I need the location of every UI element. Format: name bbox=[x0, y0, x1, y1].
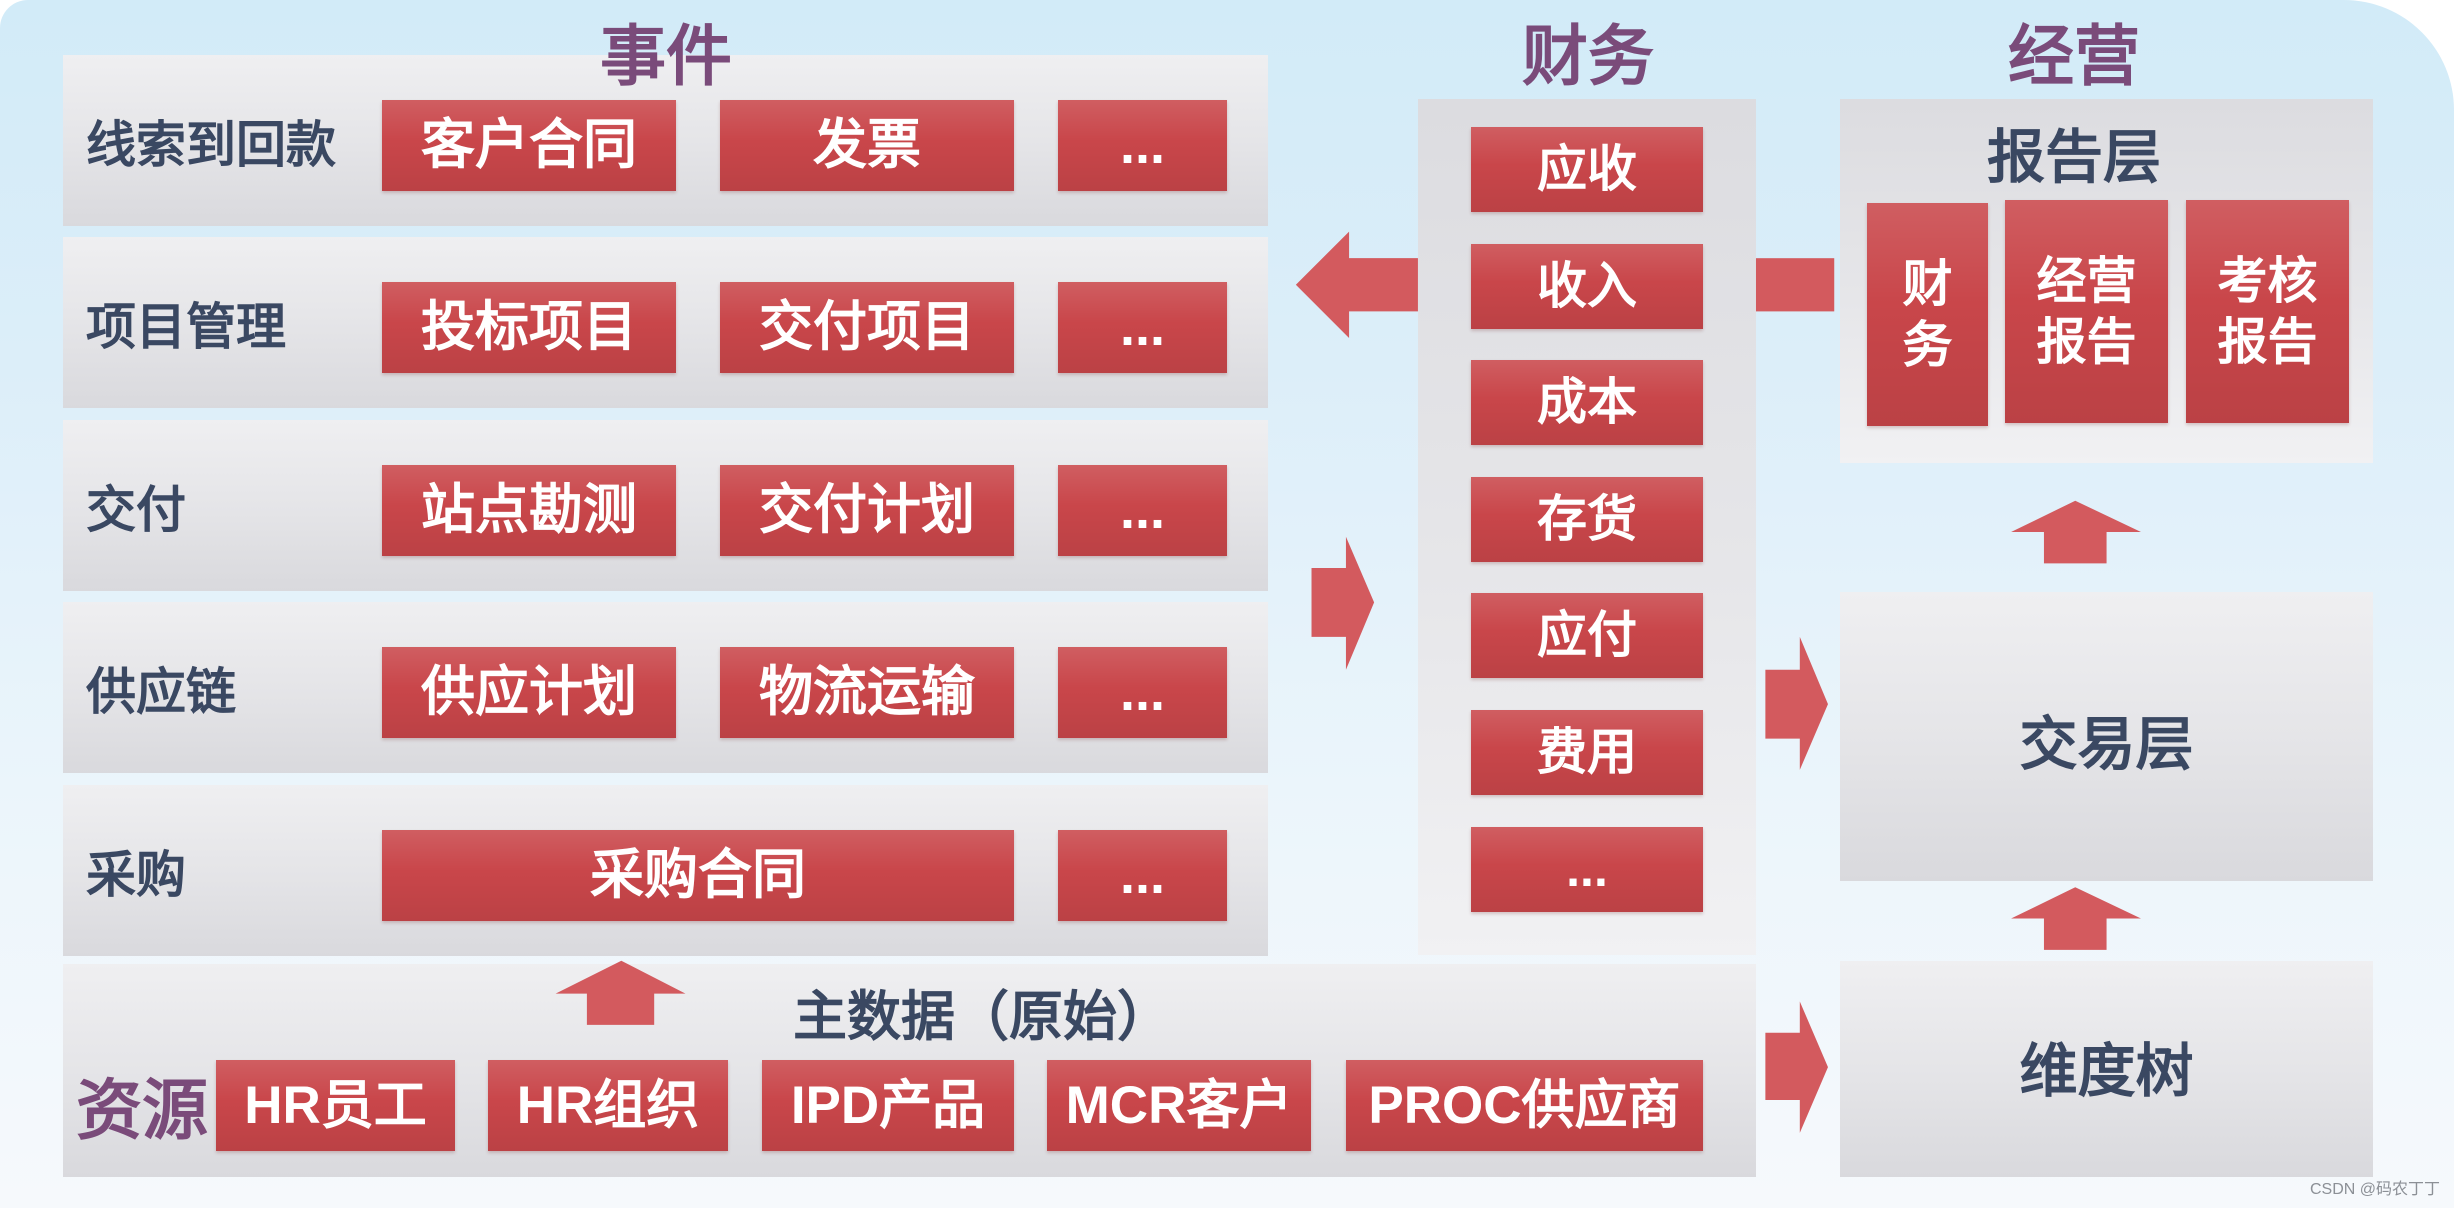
event-box-more: ... bbox=[1058, 465, 1227, 556]
resource-label: 资源 bbox=[76, 1073, 208, 1147]
event-box: 站点勘测 bbox=[382, 465, 676, 556]
event-box-more: ... bbox=[1058, 830, 1227, 921]
finance-box: 存货 bbox=[1471, 477, 1703, 562]
report-layer-title: 报告层 bbox=[1986, 125, 2161, 190]
master-data-box: HR组织 bbox=[488, 1060, 728, 1151]
event-box: 交付项目 bbox=[720, 282, 1014, 373]
finance-box: 收入 bbox=[1471, 244, 1703, 329]
row-label: 采购 bbox=[86, 847, 186, 903]
report-box-line: 务 bbox=[1902, 316, 1953, 373]
master-data-title: 主数据（原始） bbox=[793, 987, 1171, 1047]
watermark: CSDN @码农丁丁 bbox=[2309, 1181, 2440, 1198]
transaction-layer-title: 交易层 bbox=[2019, 712, 2194, 777]
master-data-box: IPD产品 bbox=[762, 1060, 1014, 1151]
assessment-report-box: 考核 报告 bbox=[2186, 200, 2349, 423]
event-box-more: ... bbox=[1058, 282, 1227, 373]
event-box: 客户合同 bbox=[382, 100, 676, 191]
event-box: 供应计划 bbox=[382, 647, 676, 738]
report-box-line: 经营 bbox=[2036, 252, 2137, 309]
finance-section-title: 财务 bbox=[1522, 19, 1654, 93]
row-label: 线索到回款 bbox=[86, 117, 336, 173]
report-box-line: 报告 bbox=[2217, 313, 2318, 370]
dimension-tree-panel bbox=[1840, 961, 2373, 1177]
operation-report-box: 经营 报告 bbox=[2005, 200, 2168, 423]
events-section-title: 事件 bbox=[600, 19, 732, 93]
finance-box: 费用 bbox=[1471, 710, 1703, 795]
master-data-box: HR员工 bbox=[216, 1060, 455, 1151]
finance-box: 应付 bbox=[1471, 593, 1703, 678]
event-box-more: ... bbox=[1058, 647, 1227, 738]
event-box: 采购合同 bbox=[382, 830, 1014, 921]
report-box-line: 考核 bbox=[2217, 252, 2318, 309]
finance-box-more: ... bbox=[1471, 827, 1703, 912]
transaction-layer-panel bbox=[1840, 592, 2373, 881]
event-box: 发票 bbox=[720, 100, 1014, 191]
row-label: 项目管理 bbox=[86, 299, 286, 355]
master-data-box: PROC供应商 bbox=[1346, 1060, 1703, 1151]
row-label: 交付 bbox=[86, 482, 186, 538]
row-label: 供应链 bbox=[86, 664, 236, 720]
report-box-line: 报告 bbox=[2036, 313, 2137, 370]
event-box: 交付计划 bbox=[720, 465, 1014, 556]
master-data-box: MCR客户 bbox=[1047, 1060, 1311, 1151]
finance-box: 应收 bbox=[1471, 127, 1703, 212]
finance-box: 成本 bbox=[1471, 360, 1703, 445]
dimension-tree-title: 维度树 bbox=[2019, 1039, 2194, 1104]
event-box: 物流运输 bbox=[720, 647, 1014, 738]
finance-report-box: 财 务 bbox=[1867, 203, 1988, 426]
event-box-more: ... bbox=[1058, 100, 1227, 191]
operation-section-title: 经营 bbox=[2008, 19, 2140, 93]
report-box-line: 财 bbox=[1902, 255, 1953, 312]
event-box: 投标项目 bbox=[382, 282, 676, 373]
